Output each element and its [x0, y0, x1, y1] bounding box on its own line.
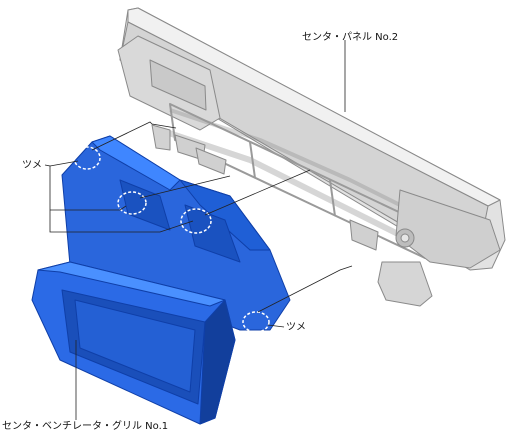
panel-rail-top [127, 7, 501, 207]
leader-claw-left [44, 164, 194, 233]
label-center-panel: センタ・パネル No.2 [302, 32, 399, 43]
panel-bracket-right [377, 261, 433, 307]
leader-lines [44, 40, 353, 420]
claw-marker-1 [73, 146, 101, 170]
claw-marker-2 [117, 191, 147, 215]
grille-bezel-top [37, 261, 226, 307]
label-claw-left: ツメ [22, 160, 42, 171]
claw-marker-3 [180, 208, 212, 234]
label-grille: センタ・ベンチレータ・グリル No.1 [2, 421, 169, 432]
leader-claw-right [267, 324, 285, 328]
ventilator-grille [31, 135, 291, 425]
claw-marker-4 [242, 311, 270, 333]
claw-markers [73, 146, 270, 333]
center-panel [117, 7, 506, 307]
label-claw-right: ツメ [286, 322, 306, 333]
